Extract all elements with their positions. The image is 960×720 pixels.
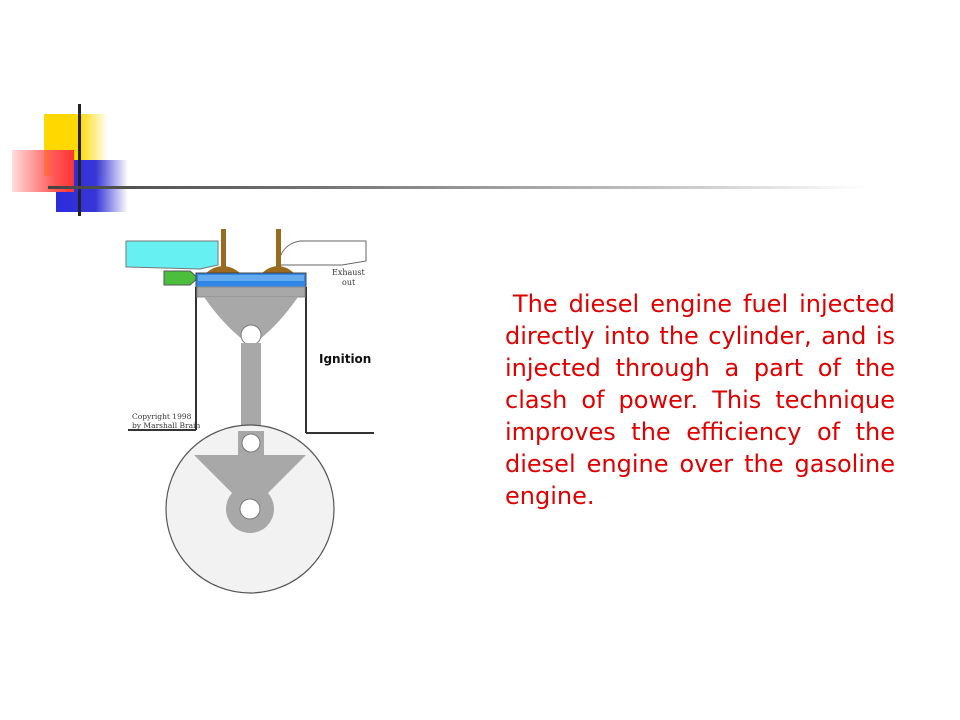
crank-pin: [241, 433, 261, 453]
exhaust-label: Exhaust: [332, 268, 366, 277]
exhaust-out-label: out: [342, 278, 356, 287]
connecting-rod: [241, 343, 261, 433]
exhaust-valve-stem: [276, 229, 281, 269]
decorative-vertical-line: [78, 104, 81, 216]
crankshaft-center: [239, 498, 261, 520]
intake-port: [125, 240, 219, 270]
piston: [196, 286, 306, 298]
exhaust-port: [277, 240, 367, 266]
decorative-red-square: [12, 150, 74, 192]
description-text: The diesel engine fuel injected directly…: [505, 290, 895, 510]
crank-counterweight: [194, 455, 306, 493]
copyright-line-2: by Marshall Brain: [132, 421, 200, 430]
copyright-line-1: Copyright 1998: [132, 412, 192, 421]
fuel-injector: [163, 270, 199, 286]
intake-valve-head: [206, 266, 240, 273]
wrist-pin: [240, 324, 262, 346]
ignition-label: Ignition: [319, 352, 371, 366]
intake-valve-stem: [221, 229, 226, 269]
diesel-engine-diagram: Exhaust out Ignition Copyright 1998 by M…: [125, 229, 374, 594]
exhaust-valve-head: [262, 266, 294, 273]
piston-body: [204, 297, 298, 339]
title-underline: [48, 186, 868, 189]
